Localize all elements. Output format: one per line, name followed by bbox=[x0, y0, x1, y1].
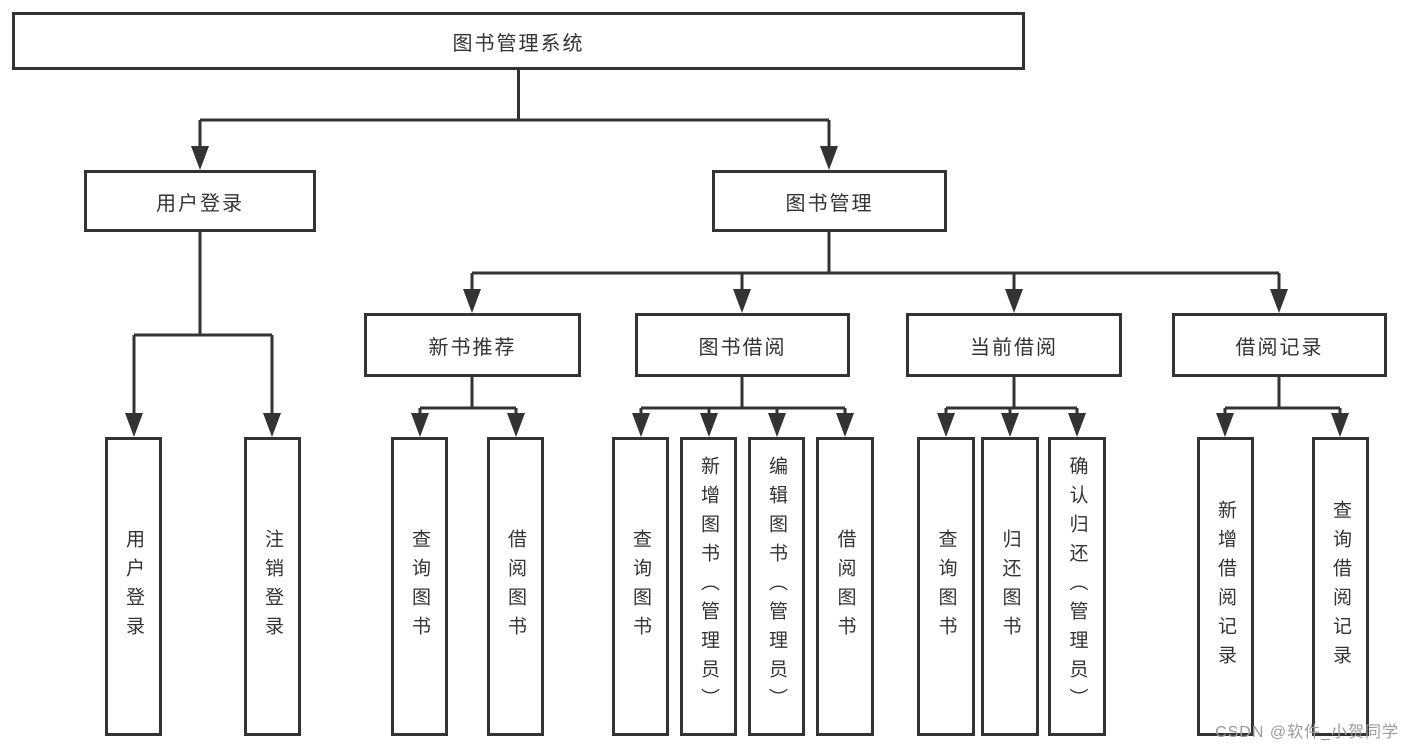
arrowhead-icon bbox=[700, 413, 718, 437]
leaf-borrow-books-recommend: 借阅图书 bbox=[487, 437, 544, 736]
arrowhead-icon bbox=[836, 413, 854, 437]
leaf-query-borrow-record: 查询借阅记录 bbox=[1312, 437, 1369, 736]
node-new-book-recommend: 新书推荐 bbox=[364, 313, 581, 377]
connector-line bbox=[470, 232, 1281, 291]
arrowhead-icon bbox=[125, 413, 143, 437]
arrowhead-icon bbox=[1005, 289, 1023, 313]
node-book-management: 图书管理 bbox=[712, 170, 947, 232]
arrowhead-icon bbox=[263, 413, 281, 437]
leaf-return-books: 归还图书 bbox=[981, 437, 1039, 736]
csdn-watermark: CSDN @软件_小贺同学 bbox=[1215, 724, 1399, 741]
leaf-confirm-return-admin: 确认归还（管理员） bbox=[1048, 437, 1106, 736]
arrowhead-icon bbox=[937, 413, 955, 437]
node-current-borrowing: 当前借阅 bbox=[906, 313, 1122, 377]
arrowhead-icon bbox=[632, 413, 650, 437]
connector-line bbox=[944, 377, 1079, 414]
leaf-add-books-admin: 新增图书（管理员） bbox=[680, 437, 737, 736]
node-user-login: 用户登录 bbox=[84, 170, 316, 232]
arrowhead-icon bbox=[1270, 289, 1288, 313]
leaf-query-books-current: 查询图书 bbox=[917, 437, 975, 736]
node-borrowing-records: 借阅记录 bbox=[1172, 313, 1387, 377]
connector-line bbox=[132, 232, 274, 415]
leaf-query-books-borrowing: 查询图书 bbox=[612, 437, 669, 736]
node-book-borrowing: 图书借阅 bbox=[635, 313, 850, 377]
arrowhead-icon bbox=[507, 413, 525, 437]
arrowhead-icon bbox=[463, 289, 481, 313]
leaf-query-books-recommend: 查询图书 bbox=[391, 437, 448, 736]
leaf-edit-books-admin: 编辑图书（管理员） bbox=[748, 437, 805, 736]
connector-line bbox=[1223, 377, 1342, 414]
arrowhead-icon bbox=[1001, 413, 1019, 437]
arrowhead-icon bbox=[733, 289, 751, 313]
connector-line bbox=[198, 70, 831, 148]
arrowhead-icon bbox=[1216, 413, 1234, 437]
leaf-borrow-books-borrowing: 借阅图书 bbox=[816, 437, 874, 736]
arrowhead-icon bbox=[820, 146, 838, 170]
arrowhead-icon bbox=[1068, 413, 1086, 437]
arrowhead-icon bbox=[191, 146, 209, 170]
arrowhead-icon bbox=[411, 413, 429, 437]
leaf-add-borrow-record: 新增借阅记录 bbox=[1197, 437, 1254, 736]
leaf-logout: 注销登录 bbox=[244, 437, 301, 736]
node-library-system: 图书管理系统 bbox=[12, 12, 1025, 70]
leaf-user-login: 用户登录 bbox=[105, 437, 162, 736]
arrowhead-icon bbox=[1331, 413, 1349, 437]
connector-line bbox=[639, 377, 847, 414]
arrowhead-icon bbox=[768, 413, 786, 437]
connector-line bbox=[418, 377, 518, 414]
